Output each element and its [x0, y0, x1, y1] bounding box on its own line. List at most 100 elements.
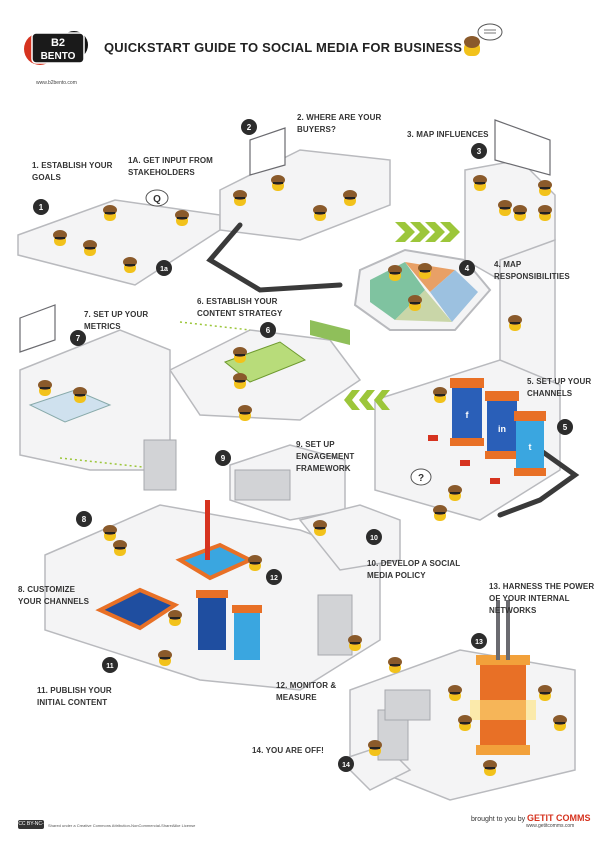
step-3-label: 3. MAP INFLUENCES: [407, 130, 489, 139]
person-figure: [38, 380, 52, 396]
facebook-icon: f: [466, 410, 470, 420]
svg-text:4: 4: [465, 264, 470, 273]
person-figure: [313, 205, 327, 221]
person-figure: [538, 685, 552, 701]
floor-policy-room: [298, 504, 401, 571]
person-figure: [248, 555, 262, 571]
person-figure: [313, 520, 327, 536]
person-figure: [513, 205, 527, 221]
svg-text:13: 13: [475, 639, 483, 646]
path-2-to-4: [206, 222, 343, 293]
credit-url: www.getitcomms.com: [526, 823, 575, 829]
step-badge-13: 13: [471, 633, 487, 649]
creative-commons-badge: CC BY-NC-SA: [18, 820, 44, 836]
network-reactor: [470, 600, 536, 755]
walls: [143, 439, 431, 761]
person-figure: [388, 657, 402, 673]
person-figure: [368, 740, 382, 756]
buyers-board: [249, 127, 286, 176]
person-figure: [233, 347, 247, 363]
svg-text:1: 1: [39, 203, 44, 212]
person-figure: [233, 190, 247, 206]
step-badge-9: 9: [215, 450, 231, 466]
metrics-table: [28, 389, 112, 423]
mascot-icon: [464, 23, 503, 56]
dotted-routes: [59, 321, 251, 471]
person-figure: [53, 230, 67, 246]
pathways: [206, 222, 580, 518]
red-pedestals: [428, 435, 500, 484]
person-figure: [388, 265, 402, 281]
logo-text-b2: B2: [51, 37, 65, 49]
person-figure: [553, 715, 567, 731]
step-badge-8: 8: [76, 511, 92, 527]
person-figure: [168, 610, 182, 626]
chevron-arrows-mid: [344, 390, 390, 410]
license-text: Shared under a Creative Commons Attribut…: [48, 823, 196, 828]
person-figure: [113, 540, 127, 556]
person-figure: [158, 650, 172, 666]
logo-text-bento: BENTO: [41, 51, 76, 62]
lab-pools: [95, 500, 262, 660]
step-badge-2: 2: [241, 119, 257, 135]
person-figure: [498, 200, 512, 216]
step-badge-7: 7: [70, 330, 86, 346]
svg-text:7: 7: [76, 334, 81, 343]
step-14-label: 14. YOU ARE OFF!: [252, 746, 324, 755]
person-figure: [343, 190, 357, 206]
q-sign: Q: [153, 194, 161, 205]
step-badge-5: 5: [557, 419, 573, 435]
step-12-label: 12. MONITOR &MEASURE: [276, 681, 337, 702]
website-url: www.b2bento.com: [36, 80, 77, 86]
person-figure: [473, 175, 487, 191]
step-badge-1a: 1a: [156, 260, 172, 276]
step-badge-3: 3: [471, 143, 487, 159]
social-logos: f in t: [466, 410, 532, 452]
person-figure: [448, 685, 462, 701]
step-badge-6: 6: [260, 322, 276, 338]
credit-line: brought to you by GETIT COMMS: [471, 813, 591, 823]
page-title: QUICKSTART GUIDE TO SOCIAL MEDIA FOR BUS…: [104, 40, 463, 55]
floor-goals-room: [17, 199, 221, 286]
person-figure: [483, 760, 497, 776]
step-badge-1: 1: [33, 199, 49, 215]
svg-text:14: 14: [342, 762, 350, 769]
speech-bubbles: Q ?: [145, 189, 432, 486]
person-figure: [538, 205, 552, 221]
question-sign: ?: [418, 473, 424, 484]
svg-text:9: 9: [221, 454, 226, 463]
metrics-board: [19, 304, 56, 353]
person-figure: [408, 295, 422, 311]
influence-board: [494, 119, 551, 176]
step-badge-4: 4: [459, 260, 475, 276]
person-figure: [238, 405, 252, 421]
b2bento-logo: B2 BENTO: [18, 15, 96, 81]
step-badge-11: 11: [102, 657, 118, 673]
path-5-loop: [497, 447, 580, 518]
twitter-icon: t: [529, 442, 532, 452]
person-figure: [233, 373, 247, 389]
person-figure: [433, 505, 447, 521]
floor-buyers-room: [219, 149, 391, 241]
person-figure: [73, 387, 87, 403]
person-figure: [83, 240, 97, 256]
person-figure: [103, 205, 117, 221]
svg-text:11: 11: [106, 663, 114, 670]
step-badge-14: 14: [338, 756, 354, 772]
person-figure: [538, 180, 552, 196]
person-figure: [103, 525, 117, 541]
person-figure: [175, 210, 189, 226]
linkedin-icon: in: [498, 424, 506, 434]
svg-text:2: 2: [247, 123, 252, 132]
